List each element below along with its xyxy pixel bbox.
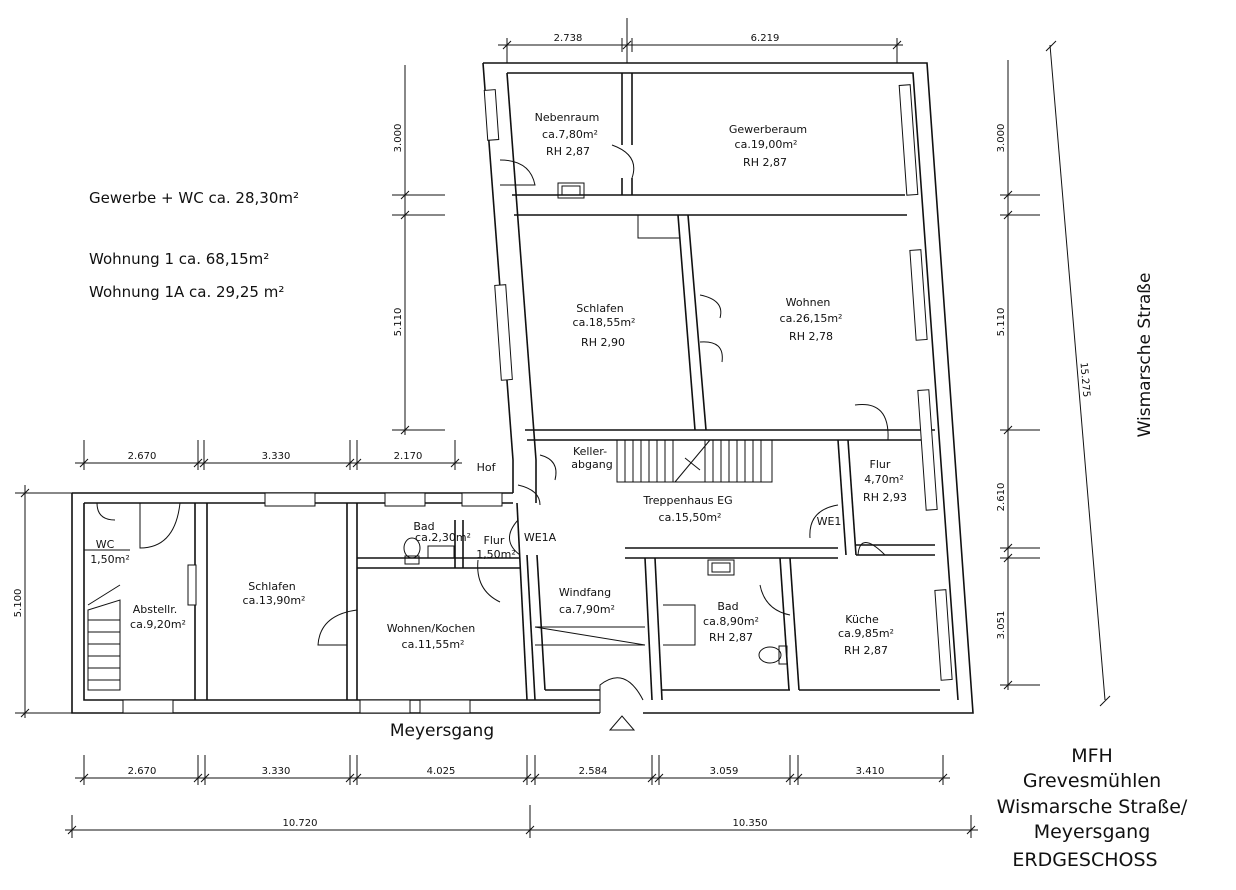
room-schlafen-upper-name: Schlafen xyxy=(576,302,623,315)
walls xyxy=(71,62,974,714)
label-we1a: WE1A xyxy=(524,531,557,544)
doors xyxy=(96,144,889,731)
label-we1: WE1 xyxy=(817,515,842,528)
street-meyersgang: Meyersgang xyxy=(390,721,494,741)
dim-diagonal: 15.275 xyxy=(1077,362,1091,398)
dim-bottom-row2-1: 10.350 xyxy=(733,818,768,829)
dim-top-0: 2.738 xyxy=(554,33,583,44)
dim-mid-left-1: 3.330 xyxy=(262,451,291,462)
dim-bottom-row1-0: 2.670 xyxy=(128,766,157,777)
room-schlafen-upper-area: ca.18,55m² xyxy=(573,316,636,329)
dim-right-3: 3.051 xyxy=(996,611,1007,640)
room-abstellr-name: Abstellr. xyxy=(133,603,177,616)
room-flur-right-rh: RH 2,93 xyxy=(863,491,907,504)
street-wismarsche: Wismarsche Straße xyxy=(1135,273,1155,438)
dim-bottom-row1-3: 2.584 xyxy=(579,766,608,777)
room-gewerberaum-name: Gewerberaum xyxy=(729,123,807,136)
dim-right-0: 3.000 xyxy=(996,124,1007,153)
summary-wohnung1a: Wohnung 1A ca. 29,25 m² xyxy=(89,283,284,301)
room-flur-right-area: 4,70m² xyxy=(864,473,904,486)
room-bad-large-name: Bad xyxy=(717,600,738,613)
summary-gewerbe: Gewerbe + WC ca. 28,30m² xyxy=(89,189,299,207)
room-wohnen-area: ca.26,15m² xyxy=(780,312,843,325)
room-treppenhaus-name: Treppenhaus EG xyxy=(642,494,732,507)
area-summary: Gewerbe + WC ca. 28,30m² Wohnung 1 ca. 6… xyxy=(89,189,299,301)
dimension-lines: 2.738 6.219 3.000 5.110 3.000 5.110 2.61… xyxy=(13,18,1111,838)
room-flur-right-name: Flur xyxy=(870,458,891,471)
room-bad-large-rh: RH 2,87 xyxy=(709,631,753,644)
room-abstellr-area: ca.9,20m² xyxy=(130,618,186,631)
dim-mid-left-0: 2.670 xyxy=(128,451,157,462)
room-windfang-name: Windfang xyxy=(559,586,611,599)
room-wc-name: WC xyxy=(96,538,115,551)
dim-bottom-row2-0: 10.720 xyxy=(283,818,318,829)
room-gewerberaum-area: ca.19,00m² xyxy=(735,138,798,151)
title-line-2: Grevesmühlen xyxy=(1023,770,1161,792)
room-kueche-name: Küche xyxy=(845,613,879,626)
room-labels: Nebenraum ca.7,80m² RH 2,87 Gewerberaum … xyxy=(90,111,907,657)
title-line-1: MFH xyxy=(1071,745,1113,767)
dim-bottom-row1-1: 3.330 xyxy=(262,766,291,777)
room-nebenraum-area: ca.7,80m² xyxy=(542,128,598,141)
room-flur-small-area: 1,50m² xyxy=(476,548,516,561)
title-line-3: Wismarsche Straße/ xyxy=(997,796,1188,818)
dim-right-1: 5.110 xyxy=(996,308,1007,337)
room-nebenraum-name: Nebenraum xyxy=(535,111,600,124)
title-block: MFH Grevesmühlen Wismarsche Straße/ Meye… xyxy=(997,745,1188,871)
room-windfang-area: ca.7,90m² xyxy=(559,603,615,616)
dim-bottom-row1-4: 3.059 xyxy=(710,766,739,777)
room-wohnen-kochen-name: Wohnen/Kochen xyxy=(387,622,476,635)
room-bad-small-area: ca.2,30m² xyxy=(415,531,471,544)
room-schlafen-lower-area: ca.13,90m² xyxy=(243,594,306,607)
room-kueche-rh: RH 2,87 xyxy=(844,644,888,657)
dim-bottom-row1-2: 4.025 xyxy=(427,766,456,777)
room-wohnen-rh: RH 2,78 xyxy=(789,330,833,343)
dim-left-upper-1: 5.110 xyxy=(393,308,404,337)
fixtures xyxy=(403,182,788,665)
dim-mid-left-2: 2.170 xyxy=(394,451,423,462)
dim-left-lower: 5.100 xyxy=(13,589,24,618)
title-line-4: Meyersgang xyxy=(1034,821,1151,843)
dim-top-1: 6.219 xyxy=(751,33,780,44)
room-bad-large-area: ca.8,90m² xyxy=(703,615,759,628)
room-bad-small-name: Bad xyxy=(413,520,434,533)
room-kellerabgang-line1: Keller- xyxy=(573,445,607,458)
dim-bottom-row1-5: 3.410 xyxy=(856,766,885,777)
room-kellerabgang-line2: abgang xyxy=(571,458,612,471)
stairs xyxy=(87,439,773,691)
title-line-5: ERDGESCHOSS xyxy=(1012,849,1157,871)
dim-right-2: 2.610 xyxy=(996,483,1007,512)
room-nebenraum-rh: RH 2,87 xyxy=(546,145,590,158)
room-schlafen-lower-name: Schlafen xyxy=(248,580,295,593)
room-wc-area: 1,50m² xyxy=(90,553,130,566)
room-wohnen-kochen-area: ca.11,55m² xyxy=(402,638,465,651)
room-kueche-area: ca.9,85m² xyxy=(838,627,894,640)
room-flur-small-name: Flur xyxy=(484,534,505,547)
dim-left-upper-0: 3.000 xyxy=(393,124,404,153)
room-schlafen-upper-rh: RH 2,90 xyxy=(581,336,625,349)
room-wohnen-name: Wohnen xyxy=(786,296,831,309)
label-hof: Hof xyxy=(477,461,497,474)
room-gewerberaum-rh: RH 2,87 xyxy=(743,156,787,169)
summary-wohnung1: Wohnung 1 ca. 68,15m² xyxy=(89,250,269,268)
windows xyxy=(122,84,953,714)
room-treppenhaus-area: ca.15,50m² xyxy=(659,511,722,524)
street-names: Meyersgang Wismarsche Straße xyxy=(390,273,1155,741)
